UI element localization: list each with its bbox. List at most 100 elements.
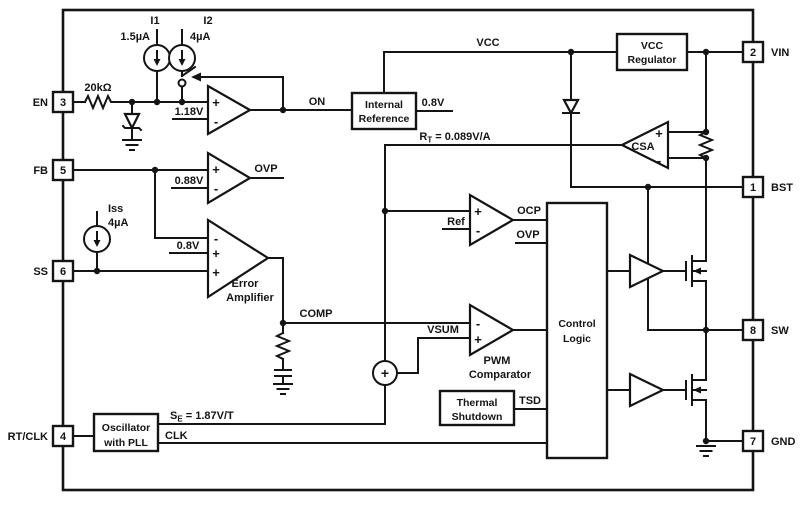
oscillator-line1: Oscillator <box>102 422 150 434</box>
current-source-iss <box>83 225 111 253</box>
vcc-regulator-block <box>615 32 689 72</box>
switch-contact <box>177 78 187 88</box>
wires <box>72 29 744 457</box>
thermal-shutdown-block <box>438 389 516 427</box>
pwm-comparator-name1: PWM <box>484 355 511 367</box>
ea-plus-ref: + <box>212 246 220 261</box>
junction-dots <box>93 48 710 445</box>
pin-label: BST <box>771 182 793 194</box>
pin-number: 5 <box>60 165 66 177</box>
ea-minus: - <box>214 231 218 246</box>
pin-ss: 6 SS <box>33 259 75 283</box>
enable-comparator <box>206 84 253 136</box>
pin-label: VIN <box>771 47 789 59</box>
pin-en: 3 EN <box>33 90 75 114</box>
tsd-net-label: TSD <box>519 395 541 407</box>
ovp-input-label: OVP <box>516 229 539 241</box>
hs-mosfet <box>685 255 707 331</box>
pwm-comparator <box>468 303 516 357</box>
current-source-i1 <box>143 44 171 72</box>
bootstrap-diode <box>562 98 580 116</box>
ea-reference-label: 0.8V <box>177 240 200 252</box>
ea-plus-ss: + <box>212 265 220 280</box>
clk-net-label: CLK <box>165 430 188 442</box>
oscillator-block <box>92 412 160 453</box>
vcc-net-label: VCC <box>476 37 499 49</box>
pin-label: RT/CLK <box>8 431 48 443</box>
highside-driver <box>628 253 666 289</box>
polarity-signs: + - + - - + + + - + - - + + <box>212 95 663 381</box>
pin-number: 1 <box>750 182 756 194</box>
error-amplifier-name2: Amplifier <box>226 292 274 304</box>
ocp-minus: - <box>476 223 480 238</box>
labels: 20kΩ I1 1.5µA I2 4µA 1.18V ON Internal R… <box>84 15 676 449</box>
pin-sw: 8 SW <box>741 318 789 342</box>
internal-reference-block <box>350 91 418 131</box>
vcc-regulator-line1: VCC <box>641 40 664 52</box>
ocp-comparator <box>468 193 516 247</box>
ground-symbol <box>273 383 293 395</box>
pin-label: SW <box>771 325 789 337</box>
ovp-comp-plus: + <box>212 162 220 177</box>
on-net-label: ON <box>309 96 326 108</box>
en-resistor-label: 20kΩ <box>84 82 111 94</box>
summing-plus: + <box>381 365 389 381</box>
ocp-net-label: OCP <box>517 205 541 217</box>
i2-name: I2 <box>203 15 212 27</box>
csa-minus: - <box>657 153 661 168</box>
pin-number: 2 <box>750 47 756 59</box>
oscillator-line2: with PLL <box>103 437 148 449</box>
pwm-comparator-name2: Comparator <box>469 369 532 381</box>
zener-diode <box>123 112 141 131</box>
ovp-comp-minus: - <box>214 181 218 196</box>
pin-rtclk: 4 RT/CLK <box>8 424 75 448</box>
internal-reference-line1: Internal <box>365 99 403 111</box>
pin-label: SS <box>33 266 48 278</box>
control-logic-line2: Logic <box>563 333 591 345</box>
pin-number: 4 <box>60 431 67 443</box>
pin-number: 8 <box>750 325 756 337</box>
csa-gain-label: RT = 0.089V/A <box>419 131 490 145</box>
summing-junction <box>372 360 398 386</box>
error-amplifier-name1: Error <box>232 278 260 290</box>
iss-name: Iss <box>108 203 123 215</box>
pin-bst: 1 BST <box>741 175 793 199</box>
switch-arrow <box>191 72 201 82</box>
pwm-plus: + <box>474 332 482 347</box>
error-amplifier <box>206 218 271 300</box>
ocp-plus: + <box>474 204 482 219</box>
vcc-regulator-line2: Regulator <box>627 54 676 66</box>
control-logic-line1: Control <box>558 318 595 330</box>
reference-output-label: 0.8V <box>422 97 445 109</box>
ovp-output-label: OVP <box>254 163 277 175</box>
csa-plus: + <box>655 126 663 141</box>
thermal-shutdown-line1: Thermal <box>457 397 498 409</box>
pin-label: FB <box>33 165 48 177</box>
ls-mosfet <box>685 329 707 442</box>
ovp-comparator <box>206 151 253 205</box>
i2-value: 4µA <box>190 31 210 43</box>
ocp-reference-label: Ref <box>447 216 465 228</box>
slope-label: SE = 1.87V/T <box>170 410 234 424</box>
pin-label: GND <box>771 436 796 448</box>
csa-name: CSA <box>631 141 654 153</box>
control-logic-block <box>545 201 609 460</box>
ground-symbol <box>696 445 716 457</box>
i1-name: I1 <box>150 15 159 27</box>
thermal-shutdown-line2: Shutdown <box>452 411 503 423</box>
en-comp-minus: - <box>214 114 218 129</box>
en-threshold-label: 1.18V <box>175 106 204 118</box>
pin-number: 6 <box>60 266 66 278</box>
lowside-driver <box>628 372 666 408</box>
current-sense-amplifier <box>619 120 670 170</box>
vsum-net-label: VSUM <box>427 324 459 336</box>
ovp-threshold-label: 0.88V <box>175 175 204 187</box>
pin-number: 7 <box>750 436 756 448</box>
pin-gnd: 7 GND <box>741 429 796 453</box>
en-comp-plus: + <box>212 95 220 110</box>
internal-reference-line2: Reference <box>359 113 410 125</box>
chip-outline <box>61 8 755 492</box>
current-source-i2 <box>168 44 196 72</box>
